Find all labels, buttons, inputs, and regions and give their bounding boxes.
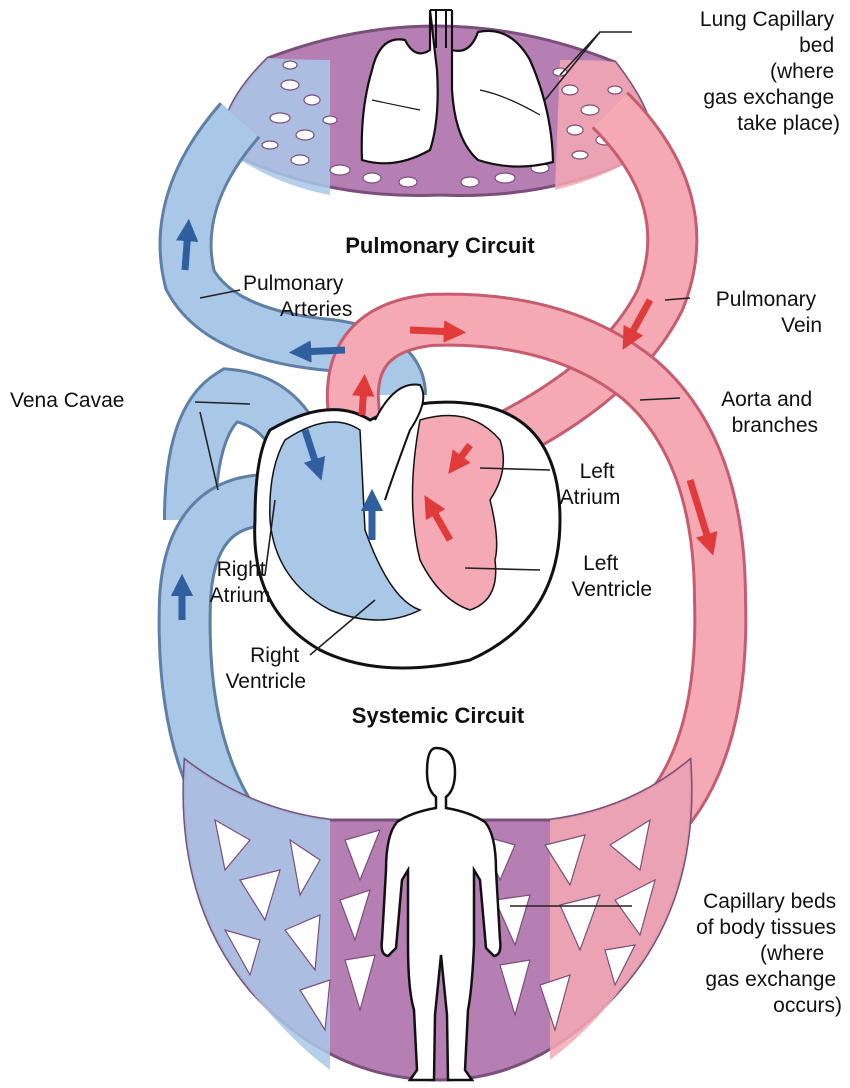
lung-capillary-label: Lung Capillary bed (where gas exchange t… (700, 8, 840, 135)
pulmonary-circuit-title: Pulmonary Circuit (345, 233, 535, 258)
aorta-label: Aorta and branches (721, 388, 818, 437)
heart-icon (255, 384, 560, 668)
pulmonary-vein-label: Pulmonary Vein (716, 288, 822, 337)
left-atrium-label: Left Atrium (560, 460, 621, 509)
vena-cavae-label: Vena Cavae (10, 389, 124, 412)
left-ventricle-label: Left Ventricle (571, 552, 652, 601)
systemic-circuit-title: Systemic Circuit (352, 703, 525, 728)
right-ventricle-label: Right Ventricle (225, 644, 306, 693)
body-capillary-label: Capillary beds of body tissues (where ga… (696, 890, 842, 1017)
